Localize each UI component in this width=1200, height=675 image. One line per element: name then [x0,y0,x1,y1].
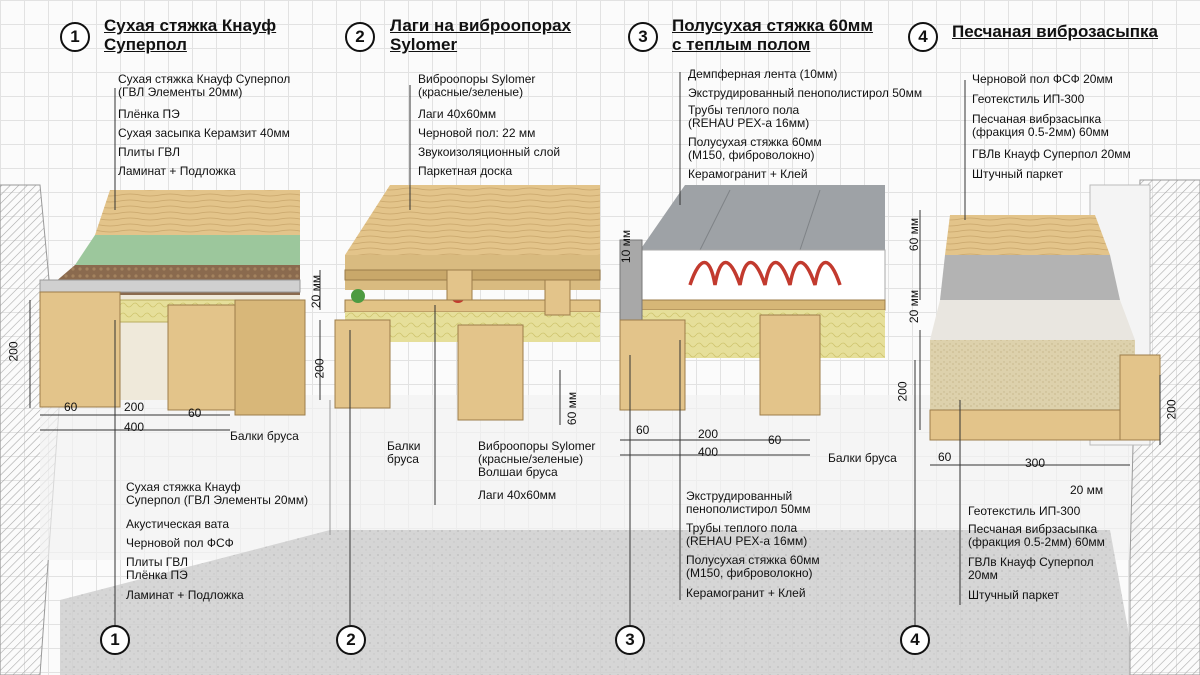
section-4-drawing [929,184,1161,446]
label-c1-bottom-1: Акустическая вата [126,517,230,531]
dim-c4-200: 200 [895,381,910,402]
dim-c1-200: 200 [124,400,145,414]
section-3-bottom-badge: 3 [615,625,645,655]
label-c3-bottom-0: Экструдированный пенополистирол 50мм [686,489,811,516]
beam-label-c1: Балки бруса [230,429,299,443]
dim-c3-10mm: 10 мм [619,229,634,264]
dim-c4-20mm: 20 мм [907,289,922,324]
room-floor [60,530,1130,675]
dim-c3-200: 200 [698,427,719,441]
section-1-bottom-badge: 1 [100,625,130,655]
section-1-title: Сухая стяжка Кнауф Суперпол [104,16,277,54]
dim-c1-400: 400 [124,420,145,434]
label-c1-bottom-2: Черновой пол ФСФ [126,536,234,550]
dim-c2-20mm: 20 мм [309,274,324,309]
label-c2-top-4: Паркетная доска [418,164,513,178]
label-c1-top-0: Сухая стяжка Кнауф Суперпол (ГВЛ Элемент… [118,72,291,99]
section-4-title: Песчаная виброзасыпка [952,22,1158,41]
section-2-drawing [334,185,601,421]
dim-c3-400: 400 [698,445,719,459]
label-c4-bottom-0: Геотекстиль ИП-300 [968,504,1081,518]
label-c2-bottom-1: Лаги 40х60мм [478,488,557,502]
label-c2-top-1: Лаги 40х60мм [418,107,497,121]
label-c4-top-3: ГВЛв Кнауф Суперпол 20мм [972,147,1131,161]
dim-c3-60b: 60 [768,433,782,447]
label-c2-bottom-0: Виброопоры Sylomer (красные/зеленые) Вол… [478,439,596,479]
section-3-drawing [619,185,886,416]
dim-c4-60mm: 60 мм [907,217,922,252]
label-c3-top-3: Полусухая стяжка 60мм (М150, фиброволокн… [688,135,822,162]
label-c1-top-1: Плёнка ПЭ [118,107,180,121]
label-c1-bottom-4: Ламинат + Подложка [126,588,244,602]
dim-c1-60: 60 [64,400,78,414]
label-c4-top-4: Штучный паркет [972,167,1064,181]
label-c4-bottom-1: Песчаная вибрзасыпка (фракция 0.5-2мм) 6… [968,522,1105,549]
dim-c1-height-200: 200 [6,341,21,362]
label-c4-bottom-2: ГВЛв Кнауф Суперпол 20мм [968,555,1094,582]
section-1-drawing [39,190,306,416]
section-2-bottom-badge: 2 [336,625,366,655]
label-c3-bottom-3: Керамогранит + Клей [686,586,806,600]
label-c4-top-1: Геотекстиль ИП-300 [972,92,1085,106]
label-c3-top-4: Керамогранит + Клей [688,167,808,181]
section-3-number-badge: 3 [628,22,658,52]
dim-c1-60b: 60 [188,406,202,420]
dim-c3-60: 60 [636,423,650,437]
room-back-wall [40,395,1140,560]
beam-label-c2: Балки бруса [387,439,421,466]
label-c3-bottom-1: Трубы теплого пола (REHAU PEX-a 16мм) [686,521,808,548]
label-c1-top-4: Ламинат + Подложка [118,164,236,178]
label-c1-bottom-0: Сухая стяжка Кнауф Суперпол (ГВЛ Элемент… [126,480,309,507]
section-2-title: Лаги на виброопорах Sylomer [390,16,572,54]
section-4-number-badge: 4 [908,22,938,52]
label-c4-top-0: Черновой пол ФСФ 20мм [972,72,1113,86]
label-c3-top-2: Трубы теплого пола (REHAU PEX-a 16мм) [688,103,810,130]
label-c1-top-2: Сухая засыпка Керамзит 40мм [118,126,290,140]
section-2-number-badge: 2 [345,22,375,52]
label-c3-bottom-2: Полусухая стяжка 60мм (М150, фиброволокн… [686,553,820,580]
dim-c4-20mm-bottom: 20 мм [1070,483,1104,497]
label-c2-top-3: Звукоизоляционный слой [418,145,561,159]
dim-c2-200: 200 [312,358,327,379]
label-c4-top-2: Песчаная вибрзасыпка (фракция 0.5-2мм) 6… [972,112,1109,139]
section-4-bottom-badge: 4 [900,625,930,655]
label-c2-top-0: Виброопоры Sylomer (красные/зеленые) [418,72,536,99]
label-c1-bottom-3: Плиты ГВЛ Плёнка ПЭ [126,555,189,582]
label-c4-bottom-3: Штучный паркет [968,588,1060,602]
dim-c4-60: 60 [938,450,952,464]
beam-label-c3: Балки бруса [828,451,897,465]
dim-c4-200-right: 200 [1164,399,1179,420]
label-c1-top-3: Плиты ГВЛ [118,145,181,159]
dim-c2-60mm: 60 мм [565,391,580,426]
label-c3-top-0: Демпферная лента (10мм) [688,67,838,81]
dim-c4-300: 300 [1025,456,1046,470]
label-c3-top-1: Экструдированный пенополистирол 50мм [688,86,923,100]
label-c2-top-2: Черновой пол: 22 мм [418,126,536,140]
section-1-number-badge: 1 [60,22,90,52]
section-3-title: Полусухая стяжка 60мм с теплым полом [672,16,873,54]
